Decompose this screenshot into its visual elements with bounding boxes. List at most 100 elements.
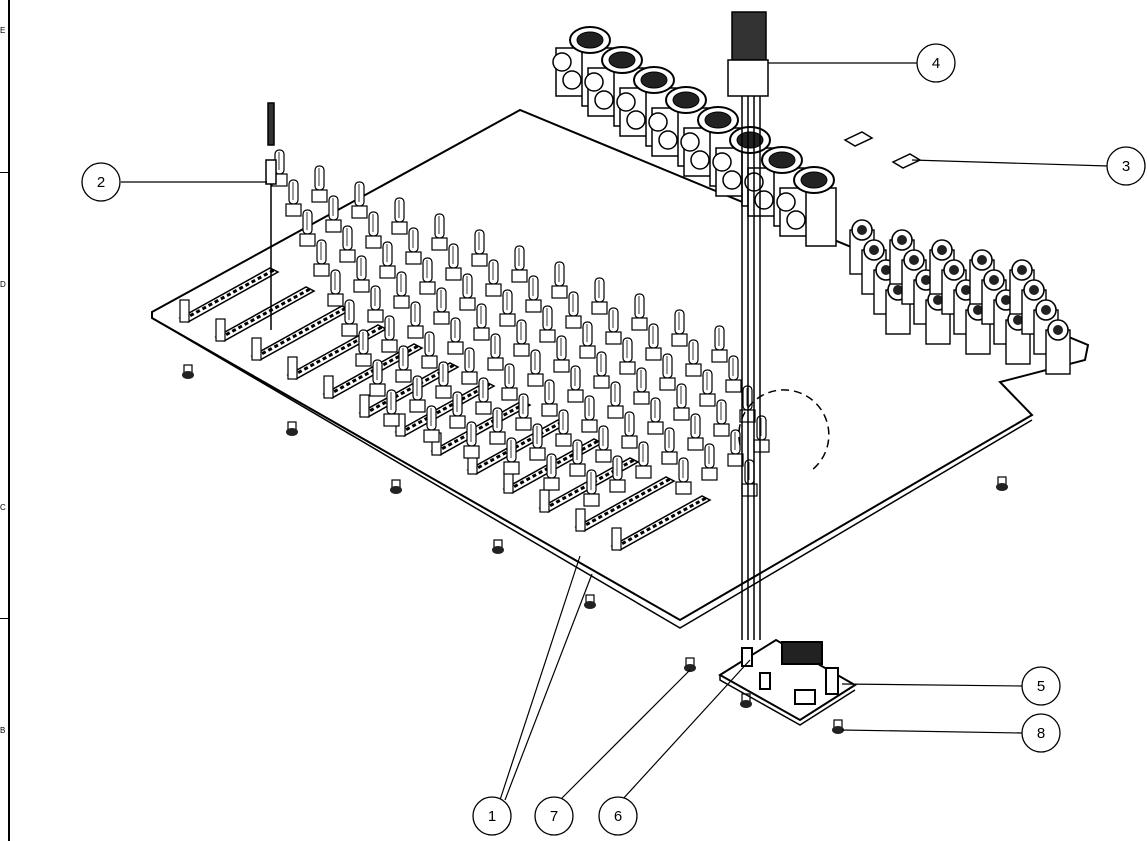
- knob: [461, 347, 478, 385]
- screw: [390, 479, 402, 494]
- knob: [551, 261, 568, 299]
- knob: [515, 393, 532, 431]
- callout-4: 4: [916, 43, 956, 83]
- knob: [367, 285, 384, 323]
- callout-label: 5: [1037, 678, 1045, 695]
- callout-label: 8: [1037, 725, 1045, 742]
- knob: [407, 301, 424, 339]
- knob: [379, 241, 396, 279]
- knob: [369, 359, 386, 397]
- zone-label-d: D: [0, 280, 6, 289]
- screw: [832, 719, 844, 734]
- callout-1: 1: [472, 796, 512, 836]
- screw-group: [182, 364, 1008, 734]
- callout-label: 1: [488, 808, 496, 825]
- knob: [471, 229, 488, 267]
- fader: [430, 400, 532, 456]
- knob: [487, 333, 504, 371]
- knob: [621, 411, 638, 449]
- knob: [475, 377, 492, 415]
- knob: [579, 321, 596, 359]
- knob: [565, 291, 582, 329]
- knob: [711, 325, 728, 363]
- knob: [499, 289, 516, 327]
- knob: [313, 239, 330, 277]
- knob: [725, 355, 742, 393]
- fader: [214, 286, 316, 342]
- highlight-dashed-circle: [738, 389, 830, 471]
- screw: [740, 693, 752, 708]
- knob: [311, 165, 328, 203]
- knob: [381, 315, 398, 353]
- knob: [567, 365, 584, 403]
- knob: [459, 273, 476, 311]
- knob: [431, 213, 448, 251]
- knob: [341, 299, 358, 337]
- knob: [395, 345, 412, 383]
- knob: [299, 209, 316, 247]
- knob: [631, 293, 648, 331]
- knob: [633, 367, 650, 405]
- knob: [365, 211, 382, 249]
- callout-7: 7: [534, 796, 574, 836]
- knob: [661, 427, 678, 465]
- screw: [182, 364, 194, 379]
- knob: [391, 197, 408, 235]
- callout-3: 3: [1106, 146, 1146, 186]
- callout-5: 5: [1021, 666, 1061, 706]
- knob: [581, 395, 598, 433]
- standoff-screw-part: [265, 102, 277, 330]
- knob: [583, 469, 600, 507]
- fader: [394, 381, 496, 437]
- knob: [393, 271, 410, 309]
- knob: [607, 381, 624, 419]
- knob: [339, 225, 356, 263]
- knob: [489, 407, 506, 445]
- knob: [325, 195, 342, 233]
- ribbon-connector: [727, 11, 769, 640]
- knob: [555, 409, 572, 447]
- knob: [433, 287, 450, 325]
- knob: [447, 317, 464, 355]
- knob: [327, 269, 344, 307]
- zone-label-b: B: [0, 726, 6, 735]
- knob: [539, 305, 556, 343]
- screw: [684, 657, 696, 672]
- knob: [511, 245, 528, 283]
- knob: [635, 441, 652, 479]
- knob: [675, 457, 692, 495]
- knob: [593, 351, 610, 389]
- callout-group: 1 2 3 4 5 67 8: [81, 43, 1146, 836]
- knob: [351, 181, 368, 219]
- knob: [355, 329, 372, 367]
- knob: [527, 349, 544, 387]
- knob: [701, 443, 718, 481]
- knob: [383, 389, 400, 427]
- knob: [699, 369, 716, 407]
- knob: [473, 303, 490, 341]
- jack-block-group: [849, 219, 1071, 375]
- knob: [353, 255, 370, 293]
- knob: [541, 379, 558, 417]
- zone-label-e: E: [0, 26, 6, 35]
- sub-pcb-board: [718, 638, 857, 726]
- fader: [610, 495, 712, 551]
- knob: [569, 439, 586, 477]
- frame-border-left: [8, 0, 10, 841]
- zone-divider-1: [0, 172, 10, 173]
- knob: [463, 421, 480, 459]
- knob: [659, 353, 676, 391]
- callout-6: 6: [598, 796, 638, 836]
- knob: [421, 331, 438, 369]
- leader-lines: [121, 62, 1109, 801]
- knob: [687, 413, 704, 451]
- screw: [996, 476, 1008, 491]
- label-tags: [843, 131, 922, 169]
- callout-2: 2: [81, 162, 121, 202]
- jack-socket: [1045, 319, 1071, 375]
- callout-label: 3: [1122, 158, 1130, 175]
- knob: [435, 361, 452, 399]
- screw: [286, 421, 298, 436]
